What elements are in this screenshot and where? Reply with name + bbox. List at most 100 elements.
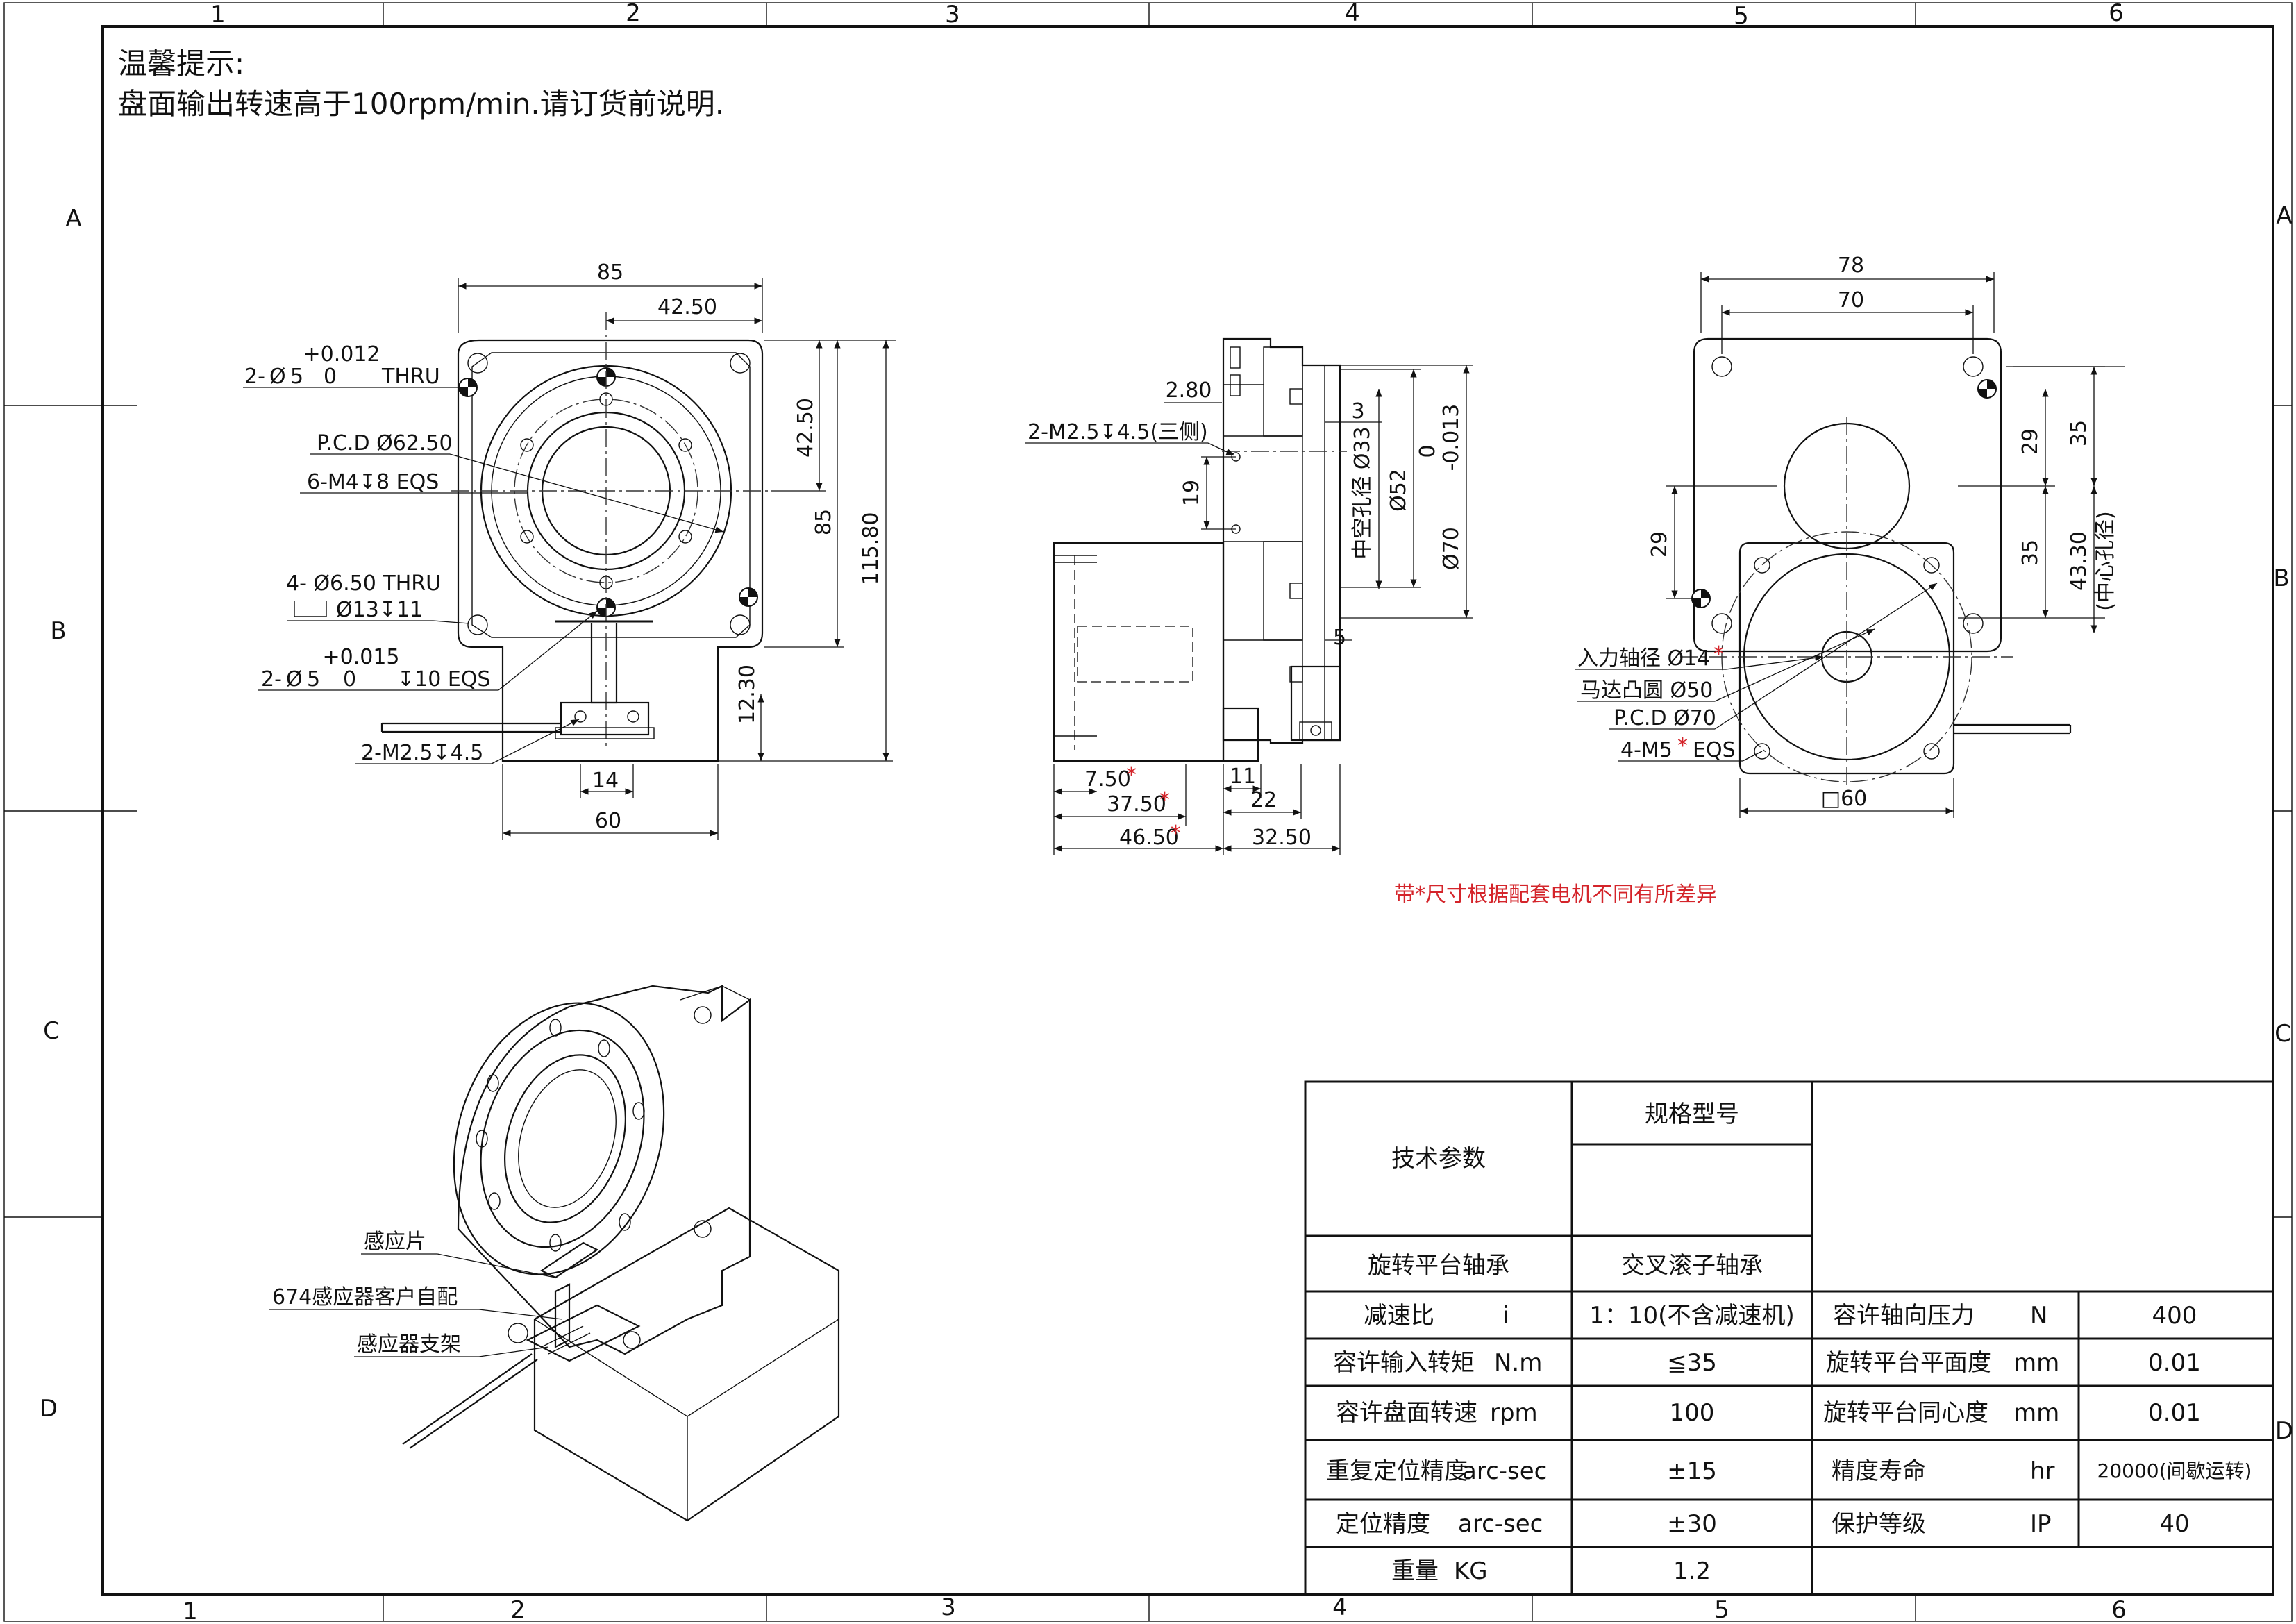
side-view-callouts: 2-M2.5↧4.5(三侧) (1025, 420, 1235, 456)
sensor-plate-label: 感应片 (364, 1230, 426, 1254)
pin-bottom-tol-upper: +0.015 (322, 645, 399, 669)
spec-row6-label: 重量 (1391, 1557, 1439, 1585)
dim-h-35-bottom: 35 (2018, 539, 2043, 566)
iso-view-labels: 感应片 674感应器客户自配 感应器支架 (269, 1230, 563, 1357)
col-label-1: 1 (210, 1, 226, 28)
dim-dia-70-tol-upper: 0 (1416, 444, 1440, 458)
notice-text: 盘面输出转速高于100rpm/min.请订货前说明. (118, 87, 724, 121)
spec-row2-label2: 旋转平台平面度 (1826, 1349, 1991, 1377)
pin-bottom-dia: 5 (307, 667, 320, 692)
spec-row4-value2: 20000(间歇运转) (2097, 1459, 2252, 1482)
spec-row2-unit: N.m (1494, 1349, 1542, 1377)
spec-row0-value: 交叉滚子轴承 (1621, 1252, 1763, 1280)
col-label-5: 5 (1734, 2, 1749, 30)
dim-dia-70-tol-lower: -0.013 (1439, 404, 1464, 471)
pcd70-label: P.C.D Ø70 (1614, 706, 1716, 730)
dim-motor-4650: 46.50 (1119, 826, 1179, 850)
pin-top-dia: 5 (290, 365, 303, 389)
spec-row1-value2: 400 (2152, 1302, 2197, 1330)
spec-row6-unit: KG (1454, 1557, 1488, 1585)
front-view-callouts: +0.012 2- Ø 5 0 THRU P.C.D Ø62.50 6-M4↧8… (243, 342, 724, 765)
spec-row4-value: ±15 (1667, 1457, 1717, 1485)
front-view-dimensions: 85 42.50 42.50 85 115.80 12.30 14 60 (458, 260, 896, 840)
iso-view (402, 985, 840, 1522)
spec-row3-unit: rpm (1490, 1399, 1538, 1427)
star-750: * (1126, 763, 1137, 787)
dim-half-width: 42.50 (657, 295, 717, 319)
rear-view-callouts: 入力轴径 Ø14 * 马达凸圆 Ø50 P.C.D Ø70 4-M5 * EQS (1575, 583, 1938, 762)
row-label-A-right: A (2276, 202, 2292, 230)
pin-top-dia-symbol: Ø (269, 365, 286, 389)
row-label-D-right: D (2275, 1417, 2293, 1445)
dim-depth-3: 3 (1351, 399, 1364, 424)
pin-top-tol-upper: +0.012 (303, 342, 380, 367)
dim-depth-5: 5 (1333, 626, 1346, 650)
dim-top-offset: 2.80 (1166, 378, 1212, 403)
spec-row5-value: ±30 (1667, 1510, 1717, 1538)
dim-slot-height: 12.30 (735, 664, 760, 724)
col-label-4b: 4 (1332, 1593, 1348, 1621)
dim-hollow: 中空孔径 Ø33 (1350, 426, 1375, 559)
dim-h-35-top: 35 (2067, 420, 2091, 446)
drawing-frame (3, 2, 2293, 1622)
pin-bottom-prefix: 2- (261, 667, 282, 692)
row-label-C: C (43, 1017, 60, 1045)
spec-row4-label2: 精度寿命 (1832, 1457, 1926, 1485)
dim-square-60: □60 (1821, 787, 1868, 811)
col-label-1b: 1 (183, 1598, 198, 1624)
row-label-B: B (50, 617, 66, 645)
rear-pin-mark-icon (1691, 379, 1997, 608)
star-3750: * (1159, 788, 1170, 812)
sensor-bracket-label: 感应器支架 (357, 1332, 461, 1357)
spec-row5-unit: arc-sec (1458, 1510, 1543, 1538)
dim-motor-750: 7.50 (1084, 767, 1131, 792)
red-note: 带*尺寸根据配套电机不同有所差异 (1394, 882, 1717, 907)
dim-height-half: 42.50 (794, 398, 818, 458)
m5-label: 4-M5 (1620, 738, 1673, 762)
dim-motor-3750: 37.50 (1107, 792, 1166, 817)
mount-holes-label: 4- Ø6.50 THRU (286, 571, 441, 596)
pin-bottom-suffix: ↧10 EQS (397, 667, 490, 692)
front-view (380, 312, 771, 762)
spec-row0-label: 旋转平台轴承 (1368, 1252, 1509, 1280)
notice-title: 温馨提示: (118, 47, 244, 81)
spec-row2-label: 容许输入转矩 (1333, 1349, 1475, 1377)
spec-table (1304, 1080, 2274, 1596)
dim-h-29-right: 29 (2018, 428, 2043, 455)
pin-top-prefix: 2- (244, 365, 265, 389)
dim-center-hole-note: (中心孔径) (2093, 511, 2118, 610)
pin-bottom-dia-symbol: Ø (286, 667, 303, 692)
spec-row3-value: 100 (1670, 1399, 1715, 1427)
row-label-C-right: C (2274, 1020, 2291, 1048)
spec-row2-unit2: mm (2013, 1349, 2059, 1377)
input-shaft-star: * (1713, 642, 1724, 667)
rear-view-dimensions: 78 70 29 35 35 43.30 (中心孔径) 29 □60 (1648, 253, 2125, 818)
input-shaft-label: 入力轴径 Ø14 (1577, 646, 1710, 671)
dim-width-70: 70 (1838, 288, 1864, 312)
spec-row4-label: 重复定位精度 (1326, 1457, 1468, 1485)
dim-height: 85 (812, 509, 836, 535)
dim-dia-52: Ø52 (1386, 469, 1411, 512)
dim-h-29-left: 29 (1648, 531, 1672, 558)
side-view (1053, 337, 1347, 762)
row-label-A: A (65, 205, 81, 233)
spec-row5-unit2: IP (2030, 1510, 2052, 1538)
spec-row1-label2: 容许轴向压力 (1833, 1302, 1975, 1330)
col-label-6b: 6 (2111, 1596, 2127, 1624)
pcd-label: P.C.D Ø62.50 (317, 431, 453, 455)
spec-row3-unit2: mm (2013, 1399, 2059, 1427)
m5-suffix: EQS (1693, 738, 1736, 762)
col-label-2: 2 (626, 0, 641, 27)
spec-row5-value2: 40 (2159, 1510, 2189, 1538)
sensor-custom-label: 674感应器客户自配 (272, 1285, 458, 1309)
spec-row2-value: ≦35 (1667, 1349, 1717, 1377)
dim-width-78: 78 (1838, 253, 1864, 278)
spec-header-model: 规格型号 (1645, 1100, 1739, 1128)
col-label-3b: 3 (941, 1593, 956, 1621)
side-tap-label: 2-M2.5↧4.5(三侧) (1028, 420, 1208, 444)
col-label-3: 3 (945, 1, 960, 28)
spec-row1-unit: i (1502, 1302, 1509, 1330)
star-4650: * (1171, 821, 1181, 846)
dim-slot-width: 14 (592, 769, 619, 793)
dim-spacing: 19 (1180, 480, 1204, 506)
